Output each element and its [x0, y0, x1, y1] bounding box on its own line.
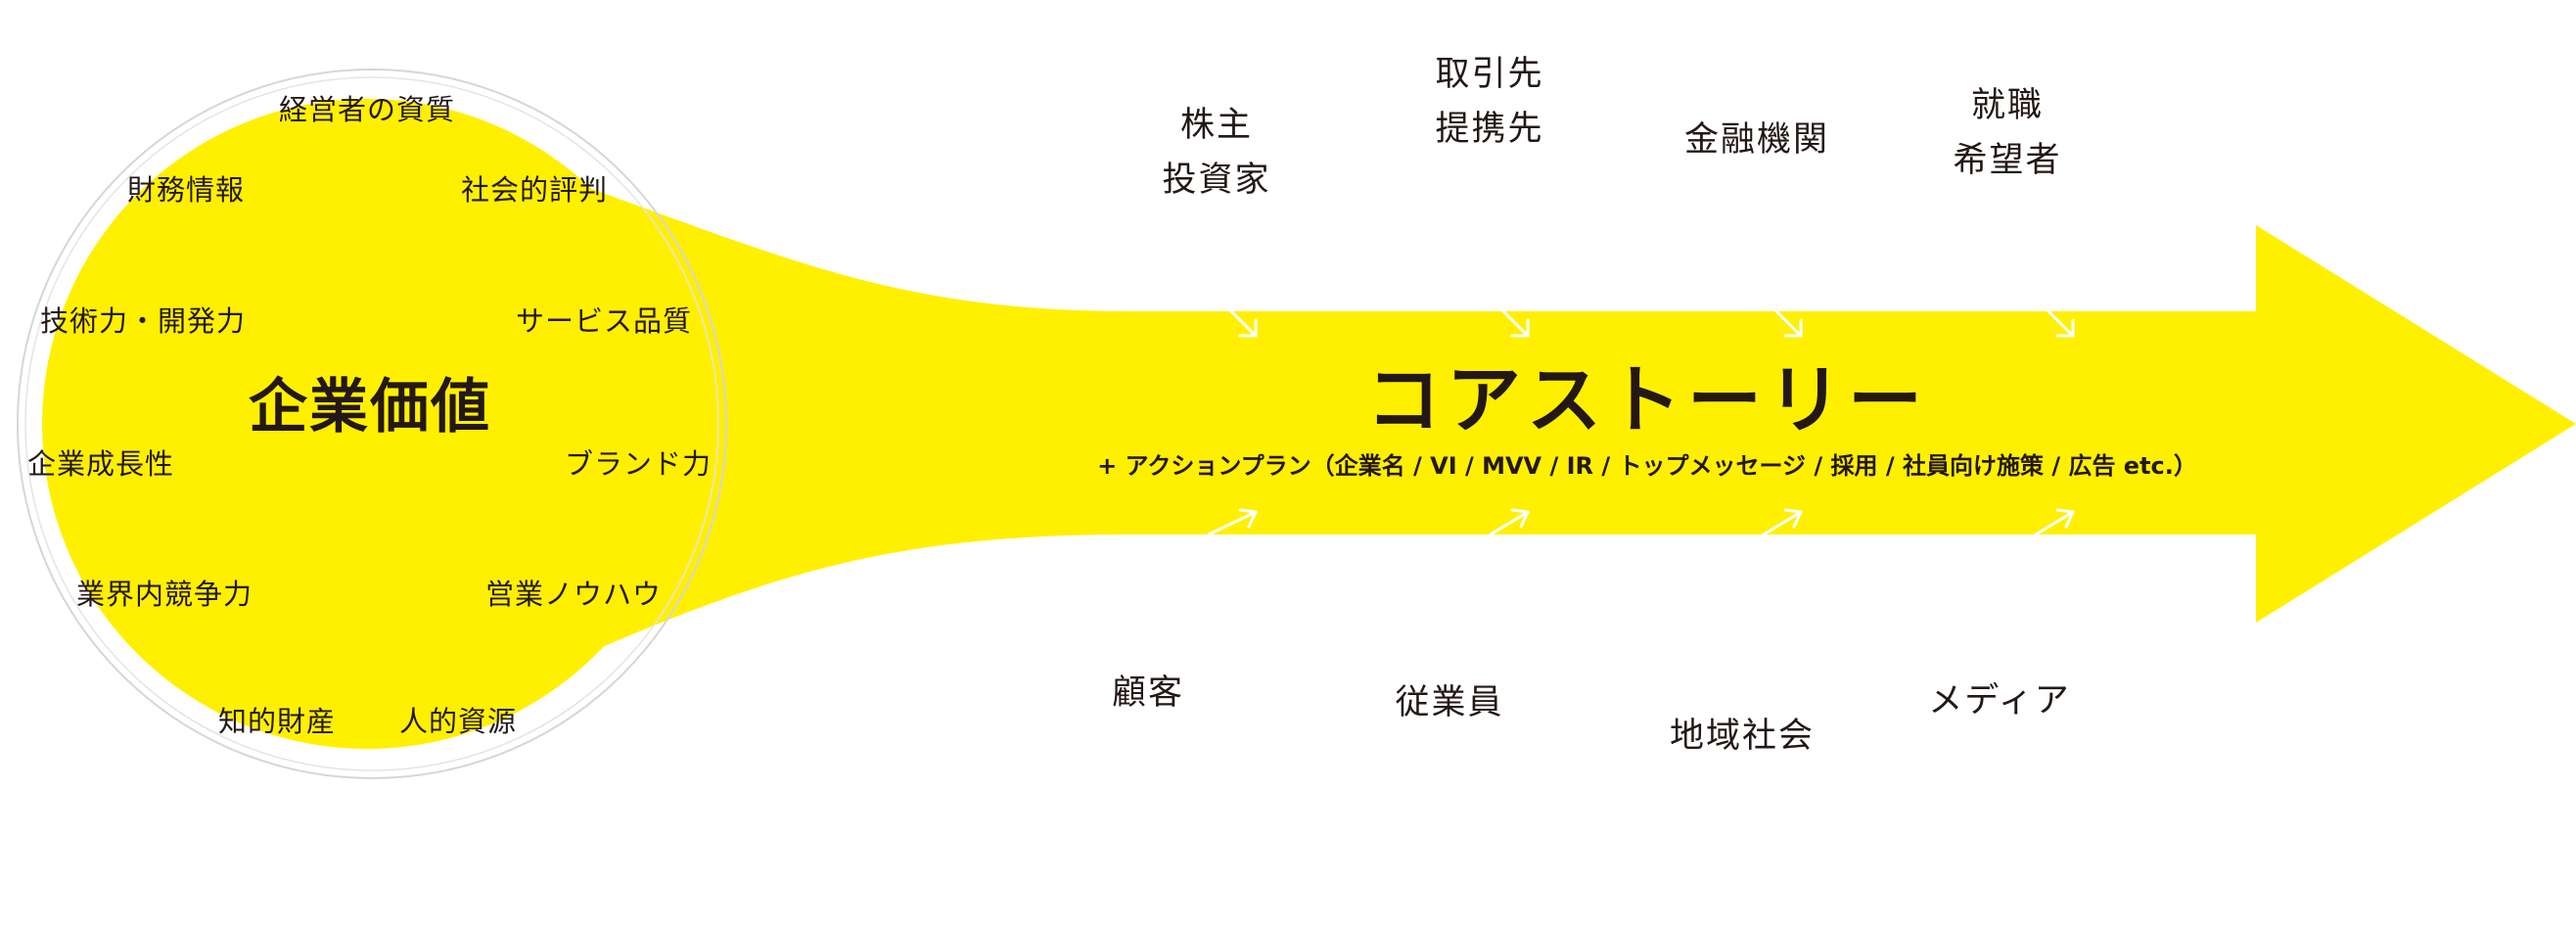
- value-factor-label: 技術力・開発力: [39, 304, 247, 338]
- stakeholder-label: 就職: [1970, 86, 2045, 125]
- stakeholder-label: メディア: [1928, 681, 2071, 720]
- stakeholder-customers: 顧客: [1112, 666, 1184, 720]
- stakeholder-shareholders: 株主 投資家: [1162, 98, 1270, 208]
- chevron-down-right-icon: [1771, 306, 1803, 338]
- value-factor-label: サービス品質: [515, 304, 693, 338]
- action-plan-subtitle: + アクションプラン（企業名 / VI / MVV / IR / トップメッセー…: [1097, 452, 2197, 480]
- value-factor-label: 人的資源: [398, 705, 518, 738]
- stakeholder-local-community: 地域社会: [1670, 709, 1815, 764]
- stakeholder-employees: 従業員: [1395, 675, 1503, 730]
- value-factor-label: 業界内競争力: [75, 578, 253, 611]
- value-factor-label: 社会的評判: [460, 173, 609, 207]
- chevron-down-right-icon: [2044, 306, 2075, 338]
- stakeholder-label: 提携先: [1435, 110, 1544, 149]
- stakeholder-label: 地域社会: [1669, 717, 1816, 756]
- value-factor-label: 営業ノウハウ: [484, 578, 663, 611]
- arrow-body: [509, 160, 2576, 688]
- chevron-up-right-icon: [1762, 508, 1803, 536]
- stakeholder-job-seekers: 就職 希望者: [1953, 78, 2061, 188]
- stakeholder-label: 取引先: [1435, 55, 1544, 94]
- value-factor-label: 企業成長性: [26, 447, 175, 481]
- chevron-up-right-icon: [1207, 508, 1258, 536]
- value-factor-label: 経営者の資質: [278, 93, 456, 126]
- value-circle-inner-ring: [24, 76, 719, 771]
- value-circle-outer-ring: [17, 69, 727, 779]
- stakeholder-label: 従業員: [1395, 683, 1504, 722]
- chevron-down-right-icon: [1226, 306, 1258, 338]
- stakeholder-label: 金融機関: [1683, 120, 1830, 160]
- stakeholder-financial-institutions: 金融機関: [1684, 113, 1829, 167]
- value-factor-label: ブランド力: [564, 447, 713, 481]
- value-factor-label: 知的財産: [217, 705, 337, 738]
- value-factor-label: 財務情報: [126, 173, 246, 207]
- corporate-value-title: 企業価値: [249, 373, 491, 441]
- stakeholder-label: 株主: [1179, 106, 1254, 145]
- chevron-up-right-icon: [2034, 508, 2075, 536]
- stakeholder-label: 希望者: [1953, 141, 2062, 180]
- stakeholder-media: メディア: [1928, 673, 2071, 728]
- chevron-up-right-icon: [1489, 508, 1530, 536]
- stakeholder-label: 顧客: [1111, 673, 1185, 713]
- stakeholder-label: 投資家: [1162, 161, 1271, 200]
- stakeholder-partners: 取引先 提携先: [1435, 47, 1543, 157]
- chevron-down-right-icon: [1498, 306, 1530, 338]
- core-story-title: コアストーリー: [1366, 356, 1928, 443]
